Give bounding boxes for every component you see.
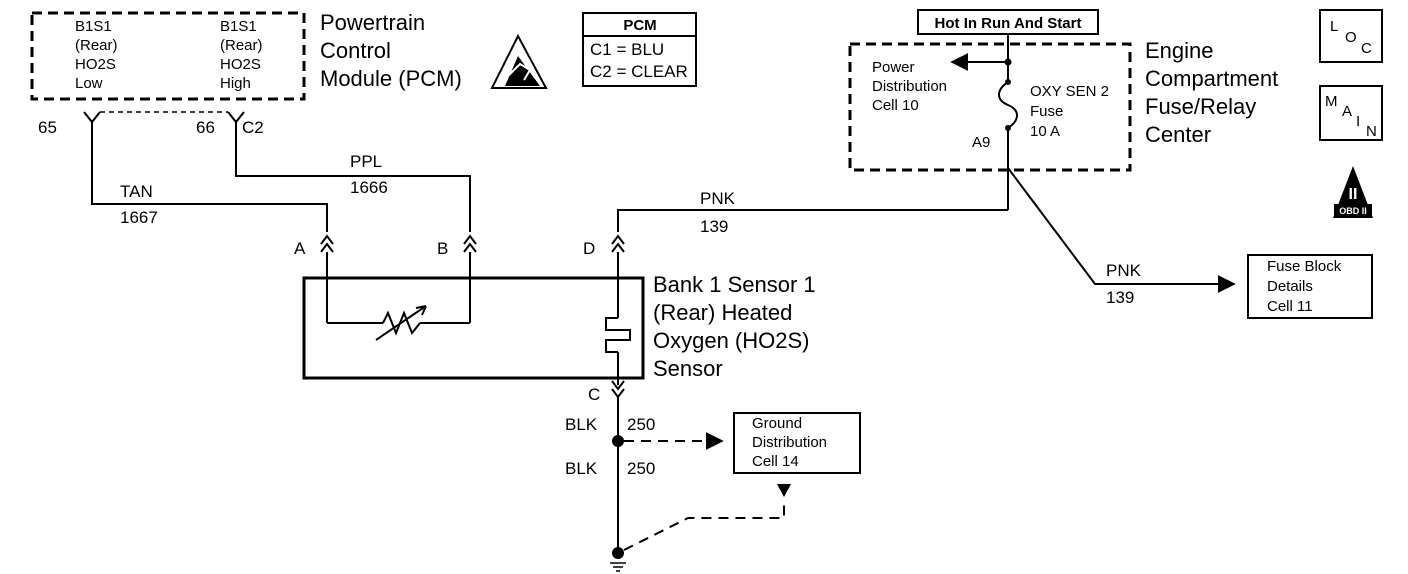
svg-text:Compartment: Compartment	[1145, 66, 1278, 91]
svg-text:N: N	[1366, 123, 1377, 140]
svg-text:Cell 14: Cell 14	[752, 453, 799, 470]
pcm-connector-c2: C2	[242, 118, 264, 137]
svg-text:Fuse Block: Fuse Block	[1267, 258, 1342, 275]
ground-distribution-dashed-link	[623, 502, 785, 551]
location-icon: L O C	[1319, 9, 1383, 63]
pin-c-label: C	[588, 385, 600, 404]
wire-blk-upper-color: BLK	[565, 415, 598, 434]
oxy-sen-fuse-label: OXY SEN 2 Fuse 10 A	[1030, 83, 1109, 140]
ground-link-arrow	[777, 484, 791, 497]
svg-text:Cell 10: Cell 10	[872, 97, 919, 114]
wire-ppl-color: PPL	[350, 152, 382, 171]
connector-d-terminal	[611, 234, 625, 253]
fuse-relay-center-box	[848, 42, 1132, 172]
wire-blk-upper-circuit: 250	[627, 415, 655, 434]
svg-text:HO2S: HO2S	[75, 56, 116, 73]
svg-text:Hot In Run And Start: Hot In Run And Start	[935, 15, 1082, 32]
svg-text:Oxygen (HO2S): Oxygen (HO2S)	[653, 328, 810, 353]
wire-blk-lower-circuit: 250	[627, 459, 655, 478]
svg-text:Details: Details	[1267, 278, 1313, 295]
svg-text:B1S1: B1S1	[220, 18, 257, 35]
svg-text:HO2S: HO2S	[220, 56, 261, 73]
svg-text:OBD II: OBD II	[1339, 206, 1367, 216]
pcm-title: Powertrain Control Module (PCM)	[320, 10, 462, 91]
power-distribution-label: Power Distribution Cell 10	[872, 59, 947, 114]
wire-tan-color: TAN	[120, 182, 153, 201]
svg-text:Fuse/Relay: Fuse/Relay	[1145, 94, 1256, 119]
pcm-pin-65: 65	[38, 118, 57, 137]
svg-text:High: High	[220, 75, 251, 92]
wire-pnk-right-color: PNK	[1106, 261, 1142, 280]
esd-warning-icon	[490, 33, 548, 89]
svg-text:Module (PCM): Module (PCM)	[320, 66, 462, 91]
svg-text:Engine: Engine	[1145, 38, 1214, 63]
svg-text:Ground: Ground	[752, 415, 802, 432]
variable-resistor-symbol	[375, 305, 427, 341]
pin-d-label: D	[583, 239, 595, 258]
svg-text:Cell 11: Cell 11	[1267, 298, 1313, 315]
svg-text:L: L	[1330, 18, 1338, 35]
svg-text:Power: Power	[872, 59, 915, 76]
svg-text:Bank 1 Sensor 1: Bank 1 Sensor 1	[653, 272, 816, 297]
oxy-sen-fuse-symbol	[998, 81, 1018, 129]
svg-text:PCM: PCM	[623, 17, 656, 34]
connector-b-terminal	[463, 234, 477, 253]
svg-text:B1S1: B1S1	[75, 18, 112, 35]
wire-pnk-right-circuit: 139	[1106, 288, 1134, 307]
ground-point	[612, 547, 624, 559]
wire-ppl-circuit: 1666	[350, 178, 388, 197]
connector-a-terminal	[320, 234, 334, 253]
pcm-connector-legend: PCM C1 = BLU C2 = CLEAR	[582, 12, 697, 87]
sensor-title: Bank 1 Sensor 1 (Rear) Heated Oxygen (HO…	[653, 272, 816, 381]
svg-text:C: C	[1361, 40, 1372, 57]
fuse-relay-center-title: Engine Compartment Fuse/Relay Center	[1145, 38, 1278, 147]
ground-distribution-box: Ground Distribution Cell 14	[733, 412, 861, 474]
pin-a-label: A	[294, 239, 306, 258]
wire-pnk-top-circuit: 139	[700, 217, 728, 236]
svg-text:Fuse: Fuse	[1030, 103, 1063, 120]
wire-pnk-139-sensor	[617, 209, 1008, 232]
svg-text:OXY SEN 2: OXY SEN 2	[1030, 83, 1109, 100]
pcm-pin-66: 66	[196, 118, 215, 137]
main-icon: M A I N	[1319, 85, 1383, 141]
svg-text:(Rear): (Rear)	[75, 37, 118, 54]
svg-text:Sensor: Sensor	[653, 356, 723, 381]
svg-text:(Rear): (Rear)	[220, 37, 263, 54]
svg-text:C1 = BLU: C1 = BLU	[590, 40, 664, 59]
splice-junction	[612, 435, 624, 447]
pcm-high-label: B1S1 (Rear) HO2S High	[220, 18, 263, 92]
hot-in-run-label: Hot In Run And Start	[917, 9, 1099, 35]
svg-text:Low: Low	[75, 75, 103, 92]
ho2s-sensor-box	[302, 276, 645, 380]
svg-text:Powertrain: Powertrain	[320, 10, 425, 35]
svg-text:Distribution: Distribution	[872, 78, 947, 95]
wire-ppl-1666	[235, 122, 471, 232]
pcm-low-label: B1S1 (Rear) HO2S Low	[75, 18, 118, 92]
wire-tan-1667	[91, 122, 328, 232]
wire-pnk-top-color: PNK	[700, 189, 736, 208]
svg-text:(Rear) Heated: (Rear) Heated	[653, 300, 792, 325]
fuse-block-details-box: Fuse Block Details Cell 11	[1247, 254, 1373, 319]
wire-tan-circuit: 1667	[120, 208, 158, 227]
svg-text:I: I	[1356, 113, 1360, 130]
svg-text:C2 = CLEAR: C2 = CLEAR	[590, 62, 688, 81]
svg-text:II: II	[1349, 186, 1358, 203]
svg-text:O: O	[1345, 29, 1357, 46]
svg-text:Control: Control	[320, 38, 391, 63]
svg-text:10 A: 10 A	[1030, 123, 1060, 140]
wire-pnk-139-fuse-block	[1007, 167, 1236, 293]
svg-text:Distribution: Distribution	[752, 434, 827, 451]
svg-text:Center: Center	[1145, 122, 1211, 147]
obd-ii-icon: II OBD II	[1333, 166, 1373, 218]
heater-element-symbol	[605, 317, 631, 353]
wire-blk-lower-color: BLK	[565, 459, 598, 478]
pcm-pin-65-terminal	[83, 111, 101, 124]
pcm-box	[30, 11, 306, 101]
svg-text:M: M	[1325, 93, 1338, 110]
ground-symbol	[610, 562, 626, 572]
fuse-pin-a9: A9	[972, 134, 990, 151]
svg-text:A: A	[1342, 103, 1352, 120]
pin-b-label: B	[437, 239, 448, 258]
